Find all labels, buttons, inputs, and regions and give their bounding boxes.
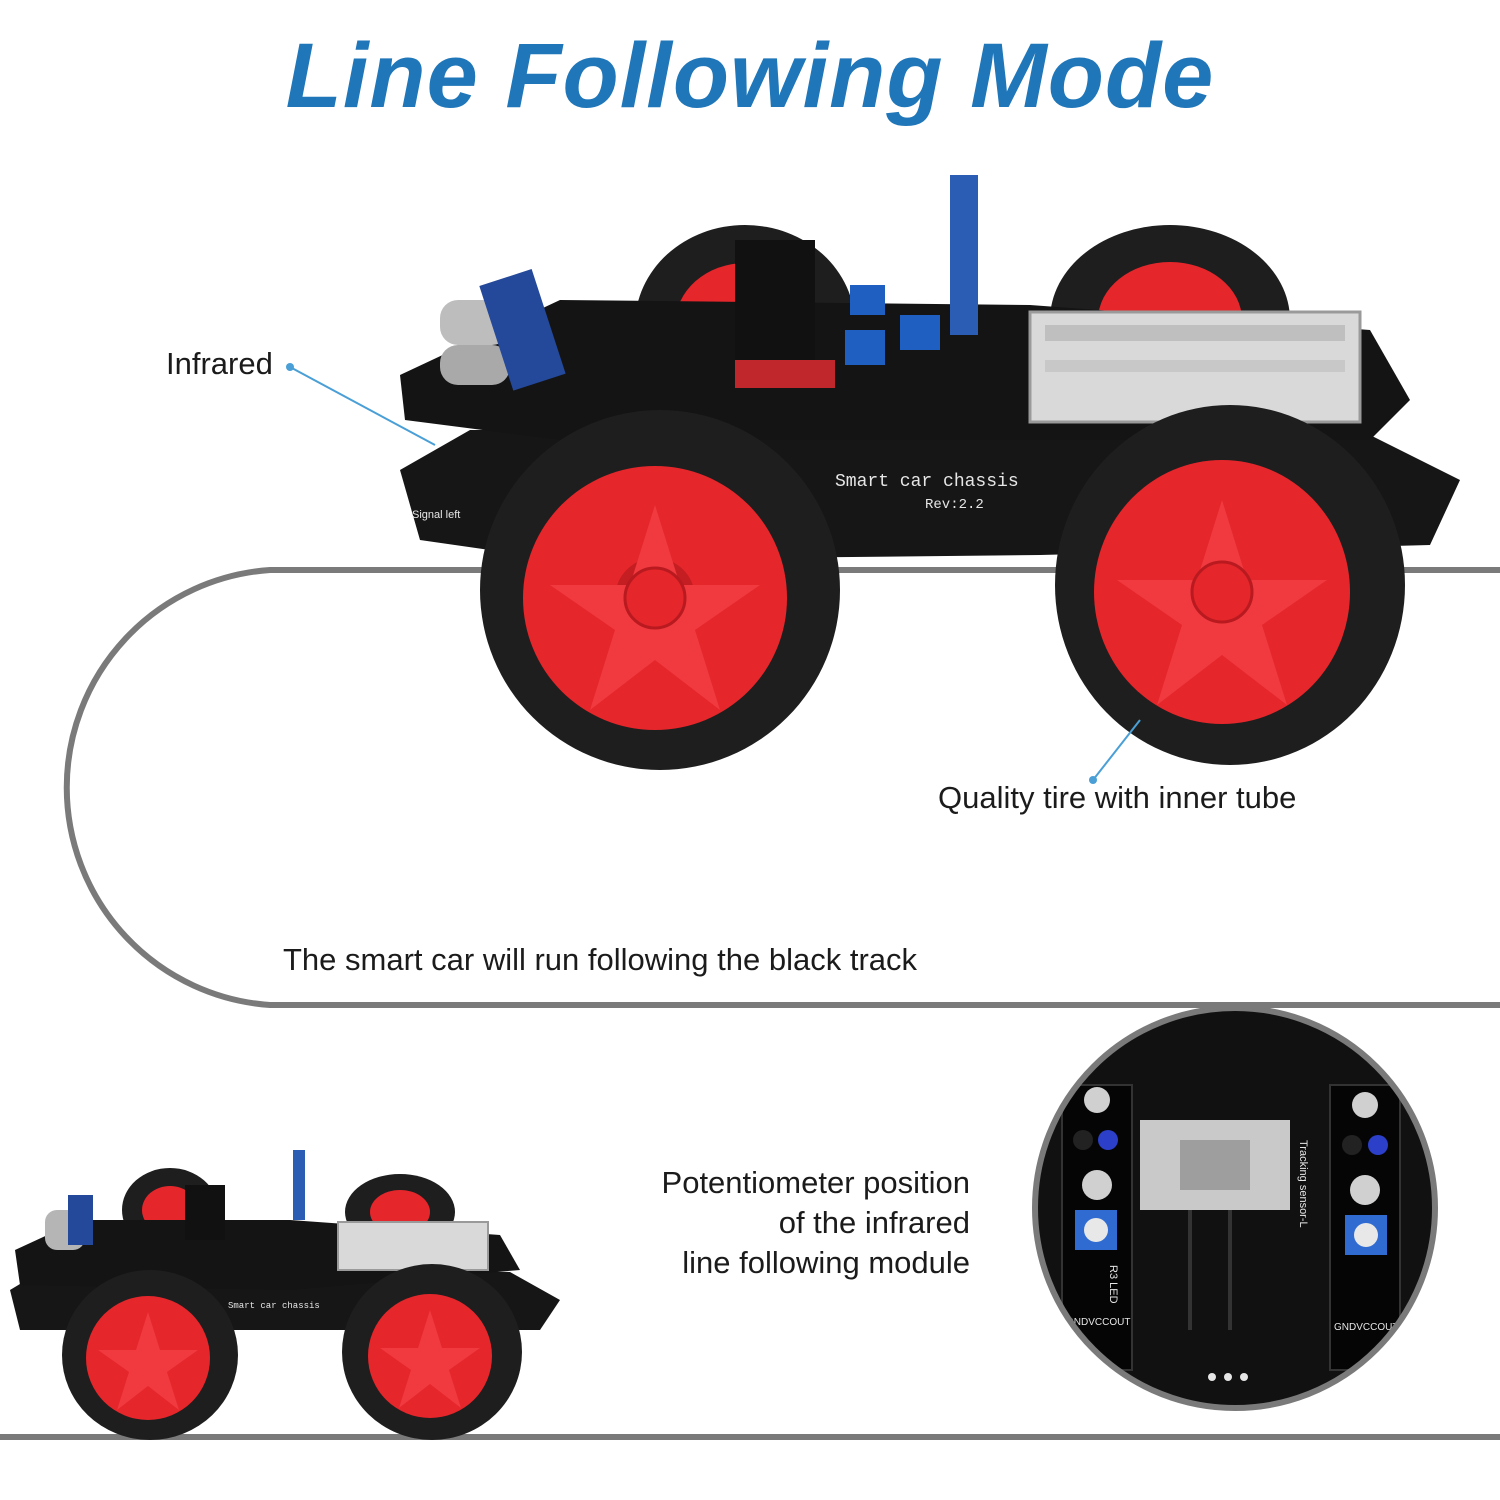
infrared-callout-line [289, 366, 436, 446]
tire-label: Quality tire with inner tube [938, 780, 1297, 815]
tire-callout-dot [1089, 776, 1097, 784]
infrared-label: Infrared [166, 346, 273, 381]
terminal-block [900, 315, 940, 350]
small-car: Smart car chassis [10, 1150, 560, 1440]
main-car: Smart car chassis Rev:2.2 Signal left [400, 175, 1460, 770]
svg-text:GNDVCCOUT: GNDVCCOUT [1334, 1322, 1398, 1333]
black-track-line [63, 567, 1500, 1008]
revision-label: Rev:2.2 [925, 497, 984, 513]
terminal-block [845, 330, 885, 365]
sensor-detail-inset: GNDVCCOUT R3 LED GNDVCCOUT Tracking sens… [1035, 1008, 1435, 1408]
heatsink [735, 240, 815, 365]
tire-callout-line [1092, 719, 1141, 781]
potentiometer-line-2: of the infrared [778, 1205, 970, 1240]
svg-text:GNDVCCOUT: GNDVCCOUT [1066, 1317, 1130, 1328]
expansion-board [1028, 310, 1362, 424]
potentiometer-line-3: line following module [682, 1245, 970, 1280]
potentiometer-label: Potentiometer position of the infrared l… [600, 1163, 970, 1283]
inset-border [1032, 1005, 1438, 1411]
terminal-block [850, 285, 885, 315]
bluetooth-module [950, 175, 978, 335]
chassis-label: Smart car chassis [835, 472, 1019, 492]
signal-left-label: Signal left [412, 509, 460, 521]
track-label: The smart car will run following the bla… [283, 942, 918, 977]
red-module [735, 360, 835, 388]
svg-text:R3 LED: R3 LED [1107, 1265, 1119, 1304]
svg-text:Tracking sensor-L: Tracking sensor-L [1297, 1140, 1309, 1228]
right-sensor-module: GNDVCCOUT Tracking sensor-L [1297, 1084, 1401, 1371]
infrared-callout-dot [286, 363, 294, 371]
svg-text:Smart car chassis: Smart car chassis [228, 1301, 320, 1311]
potentiometer-line-1: Potentiometer position [661, 1165, 970, 1200]
front-left-wheel [480, 410, 840, 770]
page-title: Line Following Mode [285, 25, 1215, 127]
ultrasonic-sensor [440, 269, 566, 391]
front-right-wheel [1055, 405, 1405, 765]
